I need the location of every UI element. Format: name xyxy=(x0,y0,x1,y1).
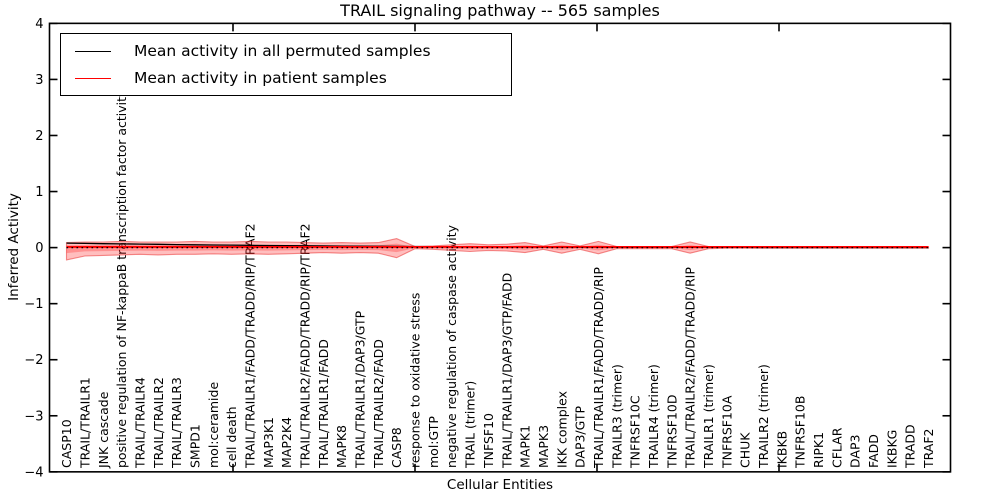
legend-entry-label: Mean activity in all permuted samples xyxy=(134,42,431,60)
x-tick-label: TNFSF10 xyxy=(481,413,496,469)
x-tick-label: MAPK8 xyxy=(334,425,349,468)
x-tick-label: cell death xyxy=(224,406,239,468)
patient-band xyxy=(65,238,930,261)
x-tick-label: TRAIL/TRAILR1 xyxy=(77,377,92,469)
y-tick-label: −3 xyxy=(24,409,43,424)
x-tick-label: CASP8 xyxy=(389,427,404,468)
y-tick-label: 0 xyxy=(35,241,43,256)
x-tick-label: RIPK1 xyxy=(811,432,826,468)
x-tick-label: MAP2K4 xyxy=(279,417,294,468)
x-tick-label: TRAIL/TRAILR1/FADD/TRADD/RIP xyxy=(591,267,606,469)
x-tick-label: TRAIL/TRAILR2/FADD xyxy=(371,339,386,469)
y-tick-label: 1 xyxy=(35,185,43,200)
x-tick-label: mol:ceramide xyxy=(206,382,221,468)
x-tick-label: TNFRSF10A xyxy=(719,395,734,469)
x-tick-label: TRAIL/TRAILR3 xyxy=(169,377,184,469)
y-axis-label: Inferred Activity xyxy=(6,193,22,301)
legend-entry-label: Mean activity in patient samples xyxy=(134,69,387,87)
x-tick-label: SMPD1 xyxy=(187,424,202,468)
x-tick-label: TRAIL/TRAILR4 xyxy=(132,377,147,469)
x-tick-label: mol:GTP xyxy=(426,416,441,468)
x-tick-label: negative regulation of caspase activity xyxy=(444,224,459,468)
x-tick-label: TRAILR1 (trimer) xyxy=(701,364,716,469)
chart-title: TRAIL signaling pathway -- 565 samples xyxy=(340,1,660,20)
x-tick-label: TRAIL/TRAILR1/DAP3/GTP/FADD xyxy=(499,273,514,469)
y-tick-label: 4 xyxy=(35,17,43,32)
x-tick-label: TRAILR4 (trimer) xyxy=(646,364,661,469)
x-tick-label: TNFRSF10D xyxy=(664,394,679,469)
x-tick-label: CFLAR xyxy=(829,427,844,468)
x-tick-label: TRAIL/TRAILR1/DAP3/GTP xyxy=(353,310,368,469)
x-tick-label: positive regulation of NF-kappaB transcr… xyxy=(114,89,129,468)
legend-entry-permuted: Mean activity in all permuted samples xyxy=(61,38,511,64)
red-line-sample-icon xyxy=(75,77,111,79)
x-tick-label: JNK cascade xyxy=(96,391,111,469)
y-tick-label: −4 xyxy=(24,465,43,480)
x-tick-label: TNFRSF10C xyxy=(628,395,643,469)
x-tick-label: response to oxidative stress xyxy=(408,293,423,468)
legend-entry-patient: Mean activity in patient samples xyxy=(61,65,511,91)
x-tick-label: TRAIL/TRAILR2/FADD/TRADD/RIP xyxy=(683,267,698,469)
x-tick-label: IKBKG xyxy=(884,430,899,468)
x-tick-label: FADD xyxy=(866,434,881,468)
x-axis-label: Cellular Entities xyxy=(446,477,554,493)
x-tick-label: DAP3 xyxy=(848,435,863,468)
x-tick-label: CHUK xyxy=(738,432,753,468)
x-tick-label: TRAILR2 (trimer) xyxy=(756,364,771,469)
x-tick-label: MAPK3 xyxy=(536,425,551,468)
x-tick-label: TNFRSF10B xyxy=(793,396,808,469)
x-tick-label: TRAIL/TRAILR1/FADD/TRADD/RIP/TRAF2 xyxy=(243,223,258,469)
x-tick-label: TRAIL/TRAILR2/FADD/TRADD/RIP/TRAF2 xyxy=(298,223,313,469)
y-tick-label: 3 xyxy=(35,73,43,88)
y-tick-label: 2 xyxy=(35,129,43,144)
x-tick-label: CASP10 xyxy=(59,419,74,468)
y-tick-label: −2 xyxy=(24,353,43,368)
x-tick-label: IKK complex xyxy=(554,391,569,468)
x-tick-label: TRAILR3 (trimer) xyxy=(609,364,624,469)
x-tick-label: IKBKB xyxy=(774,431,789,468)
x-tick-label: TRAIL (trimer) xyxy=(463,381,478,469)
x-tick-label: TRAIL/TRAILR1/FADD xyxy=(316,339,331,469)
x-tick-label: MAP3K1 xyxy=(261,417,276,468)
x-tick-label: TRAIL/TRAILR2 xyxy=(151,377,166,469)
x-tick-label: TRAF2 xyxy=(921,428,936,469)
black-line-sample-icon xyxy=(75,50,111,52)
x-tick-label: TRADD xyxy=(903,424,918,469)
x-tick-label: DAP3/GTP xyxy=(573,405,588,468)
legend-box: Mean activity in all permuted samples Me… xyxy=(60,33,512,96)
y-tick-label: −1 xyxy=(24,297,43,312)
x-tick-label: MAPK1 xyxy=(518,425,533,468)
